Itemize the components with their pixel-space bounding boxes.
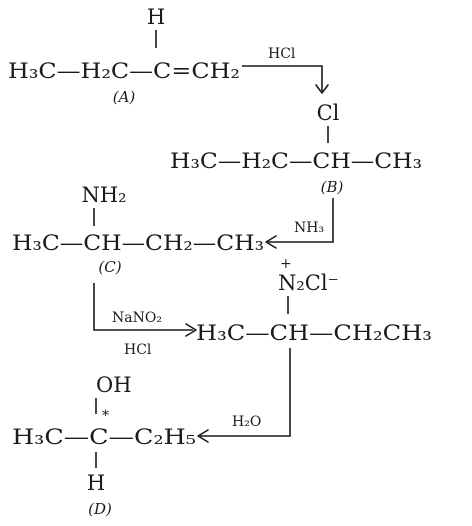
step2-reagent: NH₃ [294, 220, 324, 236]
step4-reagent: H₂O [232, 414, 261, 430]
arrow-diazonium-to-d: H₂O [197, 348, 291, 443]
arrow-a-to-b-line [242, 65, 323, 91]
compound-b-label: (B) [321, 178, 344, 196]
arrow-b-to-c: NH₃ [265, 198, 334, 249]
compound-b-formula: H₃C—H₂C—CH—CH₃ [170, 149, 422, 173]
arrow-c-to-diazonium-head [185, 323, 197, 337]
compound-a-top-h: H [147, 5, 165, 29]
arrow-a-to-b-head [315, 84, 329, 94]
arrow-diazonium-to-d-line [200, 348, 291, 437]
compound-a: H H₃C—H₂C—C=CH₂ (A) [8, 5, 240, 106]
arrow-diazonium-to-d-head [197, 429, 209, 443]
compound-d-top-oh: OH [96, 373, 132, 397]
diazonium-formula: H₃C—CH—CH₂CH₃ [196, 321, 432, 345]
compound-c-formula: H₃C—CH—CH₂—CH₃ [12, 231, 264, 255]
compound-a-label: (A) [113, 88, 136, 106]
compound-c-label: (C) [98, 258, 121, 276]
arrow-a-to-b: HCl [242, 46, 329, 94]
arrow-c-to-diazonium: NaNO₂ HCl [93, 283, 197, 358]
compound-d-chiral-star: * [102, 408, 109, 424]
compound-d-bottom-h: H [87, 471, 105, 495]
arrow-b-to-c-head [265, 235, 277, 249]
arrow-b-to-c-line [268, 198, 334, 243]
compound-d-formula: H₃C—C—C₂H₅ [12, 425, 196, 449]
step1-reagent: HCl [268, 46, 296, 62]
arrow-c-to-diazonium-line [93, 283, 193, 331]
compound-d: OH * H₃C—C—C₂H₅ H (D) [12, 373, 196, 518]
step3-reagent-bottom: HCl [124, 342, 152, 358]
compound-c: NH₂ H₃C—CH—CH₂—CH₃ (C) [12, 183, 264, 276]
compound-a-formula: H₃C—H₂C—C=CH₂ [8, 59, 240, 83]
compound-b-top-cl: Cl [317, 101, 340, 125]
diazonium-intermediate: + N₂Cl⁻ H₃C—CH—CH₂CH₃ [196, 256, 432, 345]
diazonium-top-group: N₂Cl⁻ [278, 271, 339, 295]
compound-d-label: (D) [88, 500, 112, 518]
step3-reagent-top: NaNO₂ [112, 310, 162, 326]
compound-b: Cl H₃C—H₂C—CH—CH₃ (B) [170, 101, 422, 196]
compound-c-top-nh2: NH₂ [81, 183, 126, 207]
diazonium-plus: + [280, 256, 292, 272]
